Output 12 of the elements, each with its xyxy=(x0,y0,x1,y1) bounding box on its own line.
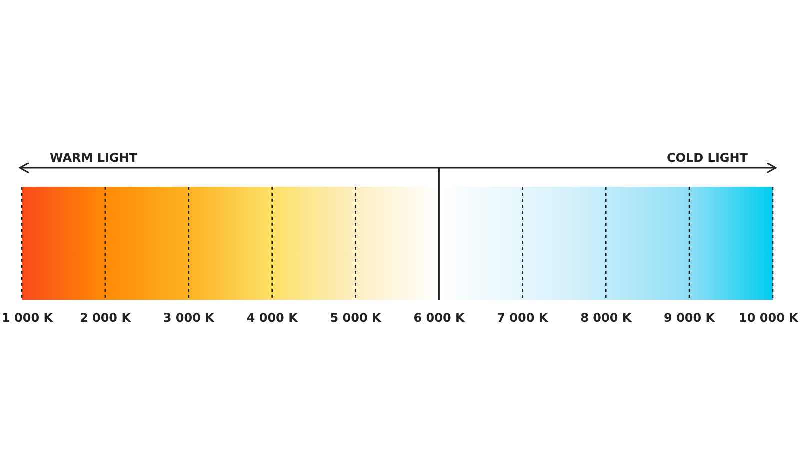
temperature-label: 6 000 K xyxy=(414,311,465,325)
direction-label: COLD LIGHT xyxy=(667,151,748,165)
temperature-label: 9 000 K xyxy=(664,311,716,325)
temperature-label: 2 000 K xyxy=(80,311,131,325)
temperature-label: 8 000 K xyxy=(580,311,632,325)
direction-label: WARM LIGHT xyxy=(50,151,138,165)
temperature-label: 3 000 K xyxy=(163,311,214,325)
temperature-label: 10 000 K xyxy=(739,311,798,325)
temperature-label: 1 000 K xyxy=(2,311,54,325)
temperature-label: 5 000 K xyxy=(330,311,382,325)
temperature-label: 7 000 K xyxy=(497,311,548,325)
temperature-label: 4 000 K xyxy=(246,311,298,325)
